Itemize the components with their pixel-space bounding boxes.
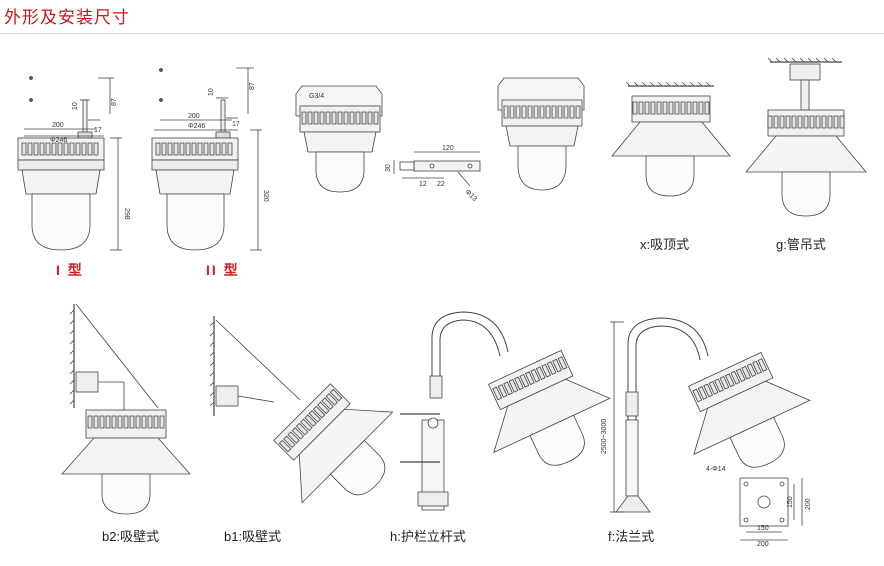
t2-dim-200: 200 — [188, 113, 200, 120]
lamp-pipe-pendant — [745, 57, 867, 217]
t2-dim-diameter: Φ246 — [188, 123, 205, 130]
t1-dim-diameter: Φ246 — [50, 137, 67, 144]
title-divider — [0, 33, 884, 34]
t2-dim-17: 17 — [232, 121, 240, 128]
caption-wall-b1: b1:吸壁式 — [224, 529, 282, 544]
lamp-plain — [497, 77, 585, 191]
flange-dim-150a: 150 — [757, 525, 769, 532]
lamp-type2 — [151, 67, 262, 251]
pole-height: 2500~3000 — [601, 419, 608, 454]
t1-dim-10: 10 — [72, 102, 79, 110]
type1-label: I 型 — [56, 262, 84, 278]
bracket-dim-12: 12 — [419, 181, 427, 188]
bracket-dim-22: 22 — [437, 181, 445, 188]
flange-dim-200a: 200 — [757, 541, 769, 548]
t1-dim-17: 17 — [94, 127, 102, 134]
t1-dim-87: 87 — [111, 98, 118, 106]
flange-dim-200b: 200 — [805, 498, 812, 510]
mounting-bracket — [393, 151, 481, 187]
flange-holes: 4-Φ14 — [706, 466, 726, 473]
caption-ceiling: x:吸顶式 — [640, 237, 690, 252]
t2-dim-height: 320 — [262, 190, 269, 202]
t1-dim-200: 200 — [52, 122, 64, 129]
page-title: 外形及安装尺寸 — [4, 8, 130, 27]
caption-wall-b2: b2:吸壁式 — [102, 529, 160, 544]
bracket-dim-120: 120 — [442, 145, 454, 152]
type2-label: II 型 — [206, 262, 240, 278]
lamp-flange-pole — [610, 317, 811, 513]
caption-guardrail: h:护栏立杆式 — [390, 529, 466, 544]
lamp-wall-b2 — [61, 303, 191, 515]
lamp-g34 — [295, 85, 383, 193]
flange-plate — [739, 477, 803, 541]
lamp-wall-b1 — [209, 316, 394, 504]
thread-label: G3/4 — [309, 93, 324, 100]
bracket-dim-30: 30 — [385, 164, 392, 172]
caption-flange: f:法兰式 — [608, 529, 655, 544]
t1-dim-height: 298 — [123, 208, 130, 220]
flange-dim-150b: 150 — [787, 496, 794, 508]
lamp-ceiling-mount — [611, 81, 731, 197]
bracket-dim-hole: Φ13 — [464, 188, 478, 202]
t2-dim-87: 87 — [249, 82, 256, 90]
caption-pipe: g:管吊式 — [776, 237, 826, 252]
lamp-type1 — [17, 76, 122, 251]
t2-dim-10: 10 — [208, 88, 215, 96]
lamp-guardrail-pole — [400, 311, 611, 511]
